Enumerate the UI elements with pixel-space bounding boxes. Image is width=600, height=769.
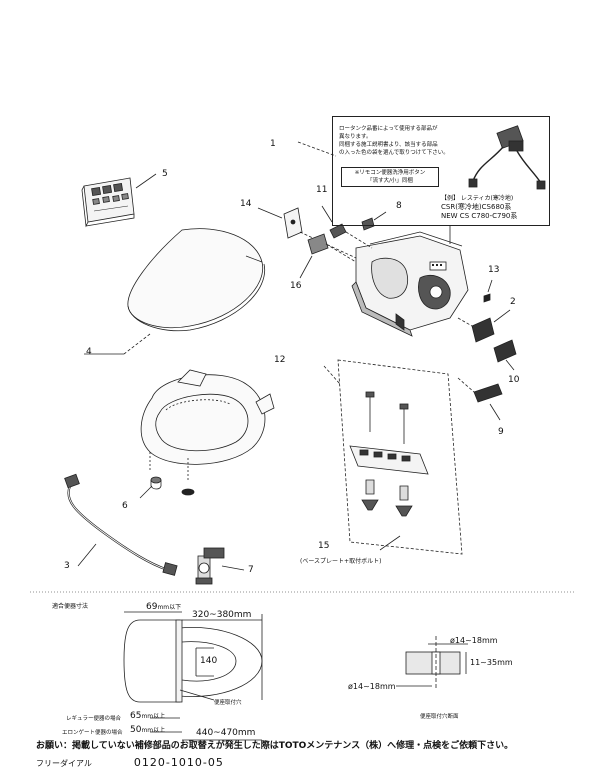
hole-section-drawing — [396, 636, 468, 690]
hole-label: 便座取付穴 — [214, 700, 242, 706]
regular-value-number: 65 — [130, 711, 142, 721]
water-hose-part — [64, 473, 178, 576]
hole-dim-top: ø14~18mm — [450, 636, 498, 645]
dim-440-unit: mm — [237, 728, 256, 738]
model-line-2: NEW CS C780-C790系 — [441, 212, 518, 220]
small-screw-parts — [321, 205, 387, 249]
model-list: CSR(寒冷地)CS680系 NEW CS C780-C790系 — [441, 203, 517, 221]
elongated-value: 50mm以上 — [130, 725, 165, 735]
hole-dim-bottom: ø14~18mm — [348, 682, 396, 691]
part-number-16: 16 — [290, 281, 302, 291]
dim-69: 69mm以下 — [146, 602, 181, 612]
part-number-13: 13 — [488, 265, 500, 275]
dim-440-470: 440~470mm — [196, 728, 255, 738]
callout-box: ロータンク品番によって使用する部品が 異なります。 同梱する施工説明書より、該当… — [332, 116, 550, 226]
part-number-15: 15 — [318, 541, 330, 551]
part-number-10: 10 — [508, 375, 520, 385]
part-number-4: 4 — [86, 347, 92, 357]
cable-part-illustration — [468, 125, 546, 190]
part-number-5: 5 — [162, 169, 168, 179]
fit-dimension-drawing — [123, 611, 263, 741]
dim-140: 140 — [200, 656, 218, 666]
button-note-line-2: 「流す大/小」同梱 — [367, 178, 413, 184]
elongated-label: エロンゲート便器の場合 — [62, 730, 123, 736]
dim-69-value: 69 — [146, 602, 158, 612]
part-number-8: 8 — [396, 201, 402, 211]
elongated-value-number: 50 — [130, 725, 142, 735]
regular-value: 65mm以上 — [130, 711, 165, 721]
base-plate-caption: (ベースプレート+取付ボルト) — [300, 558, 382, 565]
note-line-2: 異なります。 — [339, 134, 372, 140]
toilet-lid-part — [84, 228, 266, 355]
callout-note: ロータンク品番によって使用する部品が 異なります。 同梱する施工説明書より、該当… — [339, 125, 464, 157]
footer-free-dial: フリーダイアル 0120-1010-05 — [36, 756, 224, 769]
part-number-7: 7 — [248, 565, 254, 575]
part-number-9: 9 — [498, 427, 504, 437]
connector-part — [299, 233, 357, 279]
note-line-4: の入った色の袋を選んで取りつけて下さい。 — [339, 150, 449, 156]
main-unit-body — [351, 231, 469, 337]
footer-notice: お願い：掲載していない補修部品のお取替えが発生した際はTOTOメンテナンス（株）… — [36, 741, 514, 751]
toilet-seat-part — [140, 369, 275, 482]
seat-cushion-part — [139, 476, 195, 499]
part-number-6: 6 — [122, 501, 128, 511]
part-number-2: 2 — [510, 297, 516, 307]
part-number-11: 11 — [316, 185, 328, 195]
part-number-3: 3 — [64, 561, 70, 571]
note-line-3: 同梱する施工説明書より、該当する部品 — [339, 142, 438, 148]
hole-dim-side: 11~35mm — [470, 658, 513, 667]
free-dial-number: 0120-1010-05 — [133, 756, 224, 769]
elongated-value-unit: mm以上 — [141, 727, 166, 734]
mounting-bracket-part — [257, 207, 357, 259]
free-dial-label: フリーダイアル — [36, 759, 92, 768]
dim-320-380: 320~380mm — [192, 610, 252, 620]
button-note-box: ※リモコン便器洗浄用ボタン 「流す大/小」同梱 — [341, 167, 439, 187]
fit-section-title: 適合便器寸法 — [52, 603, 89, 610]
model-line-1: CSR(寒冷地)CS680系 — [441, 203, 512, 211]
example-label: 【例】 レスティカ(寒冷地) — [441, 195, 514, 202]
stop-valve-part — [195, 547, 245, 585]
part-number-1: 1 — [270, 139, 276, 149]
note-line-1: ロータンク品番によって使用する部品が — [339, 126, 438, 132]
dim-69-suffix: mm以下 — [157, 604, 182, 611]
part-number-12: 12 — [274, 355, 286, 365]
base-plate-group — [323, 359, 463, 555]
part-number-14: 14 — [240, 199, 252, 209]
dim-440-value: 440~470 — [196, 728, 238, 738]
remote-control-part — [81, 173, 157, 228]
button-note-line-1: ※リモコン便器洗浄用ボタン — [354, 170, 426, 176]
right-side-parts — [457, 279, 517, 421]
hole-section-caption: 便座取付穴断面 — [420, 714, 459, 720]
regular-value-unit: mm以上 — [141, 713, 166, 720]
regular-label: レギュラー便器の場合 — [66, 716, 122, 722]
